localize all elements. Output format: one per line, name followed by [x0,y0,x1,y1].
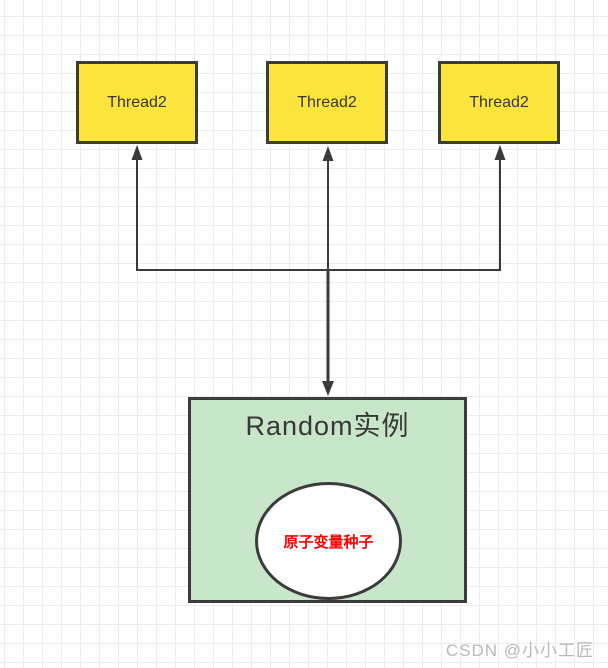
random-instance-title: Random实例 [245,411,410,441]
atomic-seed-label: 原子变量种子 [283,533,374,551]
thread-node-3-label: Thread2 [469,93,529,111]
arrowhead-down-icon [322,381,334,396]
thread-node-1-label: Thread2 [107,93,167,111]
csdn-watermark: CSDN @小小工匠 [445,641,594,660]
thread-node-1: Thread2 [76,61,198,144]
atomic-seed-ellipse: 原子变量种子 [255,482,402,600]
thread-node-2: Thread2 [266,61,388,144]
arrowhead-up-left-icon [131,145,143,160]
thread-node-2-label: Thread2 [297,93,357,111]
random-instance-node: Random实例 [188,397,467,603]
arrowhead-up-right-icon [494,145,506,160]
arrowhead-up-middle-icon [322,146,334,161]
thread-node-3: Thread2 [438,61,560,144]
